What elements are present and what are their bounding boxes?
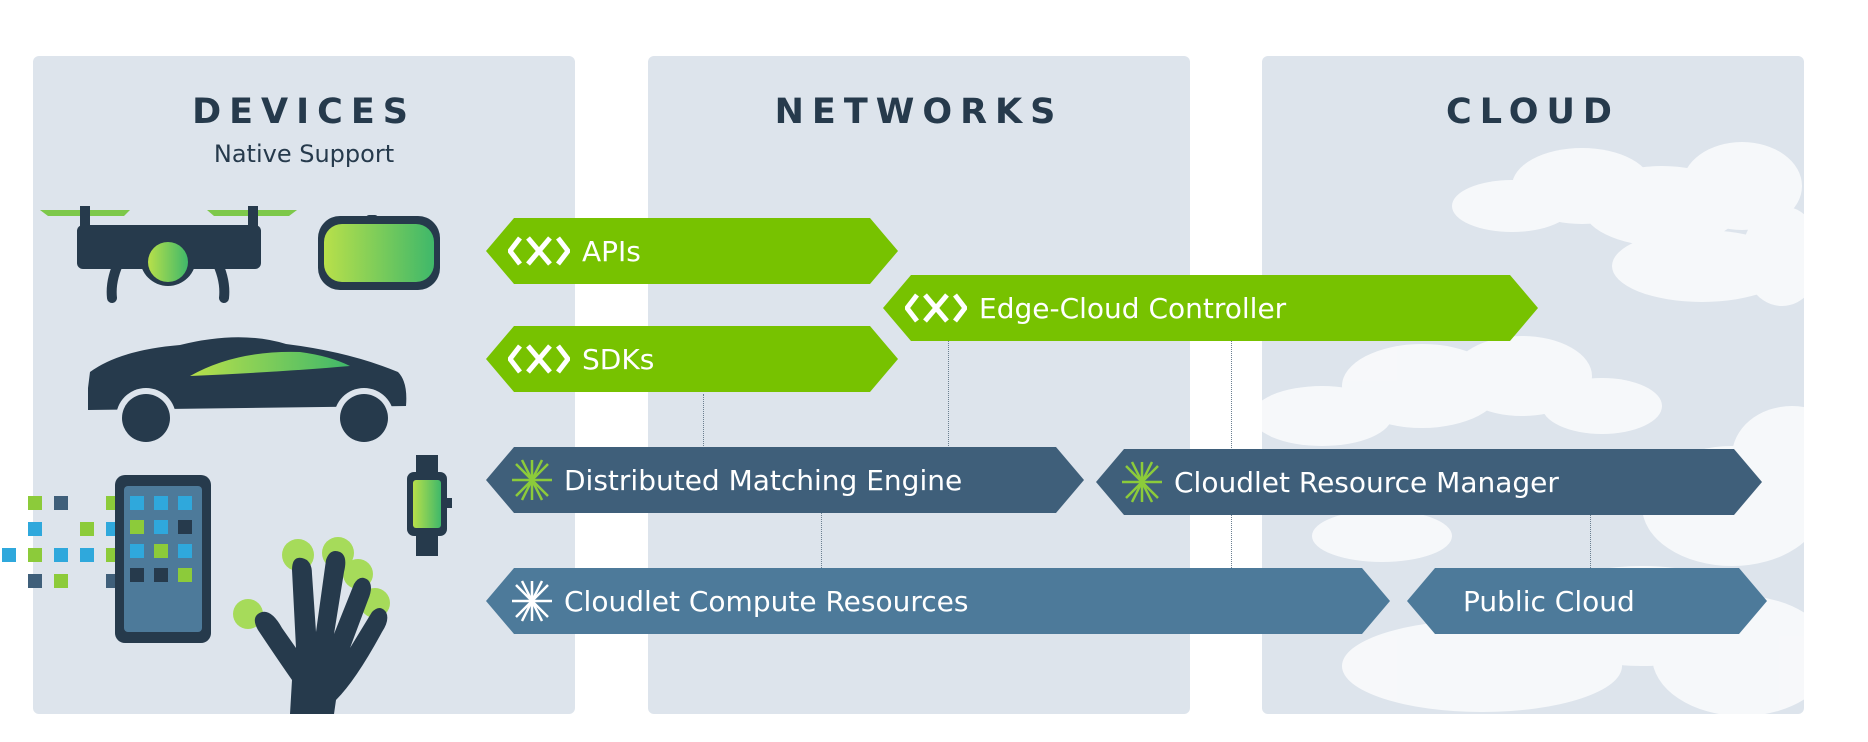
drone-icon bbox=[40, 206, 297, 303]
hand-icon bbox=[233, 537, 390, 714]
pixel-grid-icon bbox=[2, 496, 120, 588]
vr-headset-icon bbox=[318, 215, 440, 290]
car-icon bbox=[88, 337, 407, 448]
networks-title: NETWORKS bbox=[774, 92, 1064, 132]
devices-title: DEVICES bbox=[192, 92, 416, 132]
smartphone-icon bbox=[115, 475, 211, 643]
distributed-matching-engine-label: Distributed Matching Engine bbox=[564, 463, 963, 497]
edge-cloud-controller-banner: Edge-Cloud Controller bbox=[883, 275, 1538, 341]
connector-line bbox=[821, 512, 822, 568]
starburst-icon bbox=[1120, 460, 1164, 504]
sdks-label: SDKs bbox=[582, 342, 655, 376]
cloudlet-resource-manager-banner: Cloudlet Resource Manager bbox=[1096, 449, 1762, 515]
smartwatch-icon bbox=[407, 455, 452, 556]
starburst-icon bbox=[510, 579, 554, 623]
connector-line bbox=[948, 340, 949, 446]
connector-line bbox=[703, 394, 704, 446]
apis-banner: APIs bbox=[486, 218, 898, 284]
brand-logo-icon bbox=[508, 234, 570, 268]
public-cloud-label: Public Cloud bbox=[1463, 584, 1635, 618]
connector-line bbox=[1590, 514, 1591, 568]
devices-subtitle: Native Support bbox=[213, 140, 395, 168]
brand-logo-icon bbox=[508, 342, 570, 376]
cloud-title: CLOUD bbox=[1446, 92, 1620, 132]
brand-logo-icon bbox=[905, 291, 967, 325]
sdks-banner: SDKs bbox=[486, 326, 898, 392]
cloudlet-resource-manager-label: Cloudlet Resource Manager bbox=[1174, 465, 1559, 499]
public-cloud-banner: Public Cloud bbox=[1407, 568, 1767, 634]
starburst-icon bbox=[510, 458, 554, 502]
cloudlet-compute-resources-banner: Cloudlet Compute Resources bbox=[486, 568, 1390, 634]
cloudlet-compute-resources-label: Cloudlet Compute Resources bbox=[564, 584, 969, 618]
distributed-matching-engine-banner: Distributed Matching Engine bbox=[486, 447, 1084, 513]
apis-label: APIs bbox=[582, 234, 641, 268]
edge-cloud-controller-label: Edge-Cloud Controller bbox=[979, 291, 1287, 325]
